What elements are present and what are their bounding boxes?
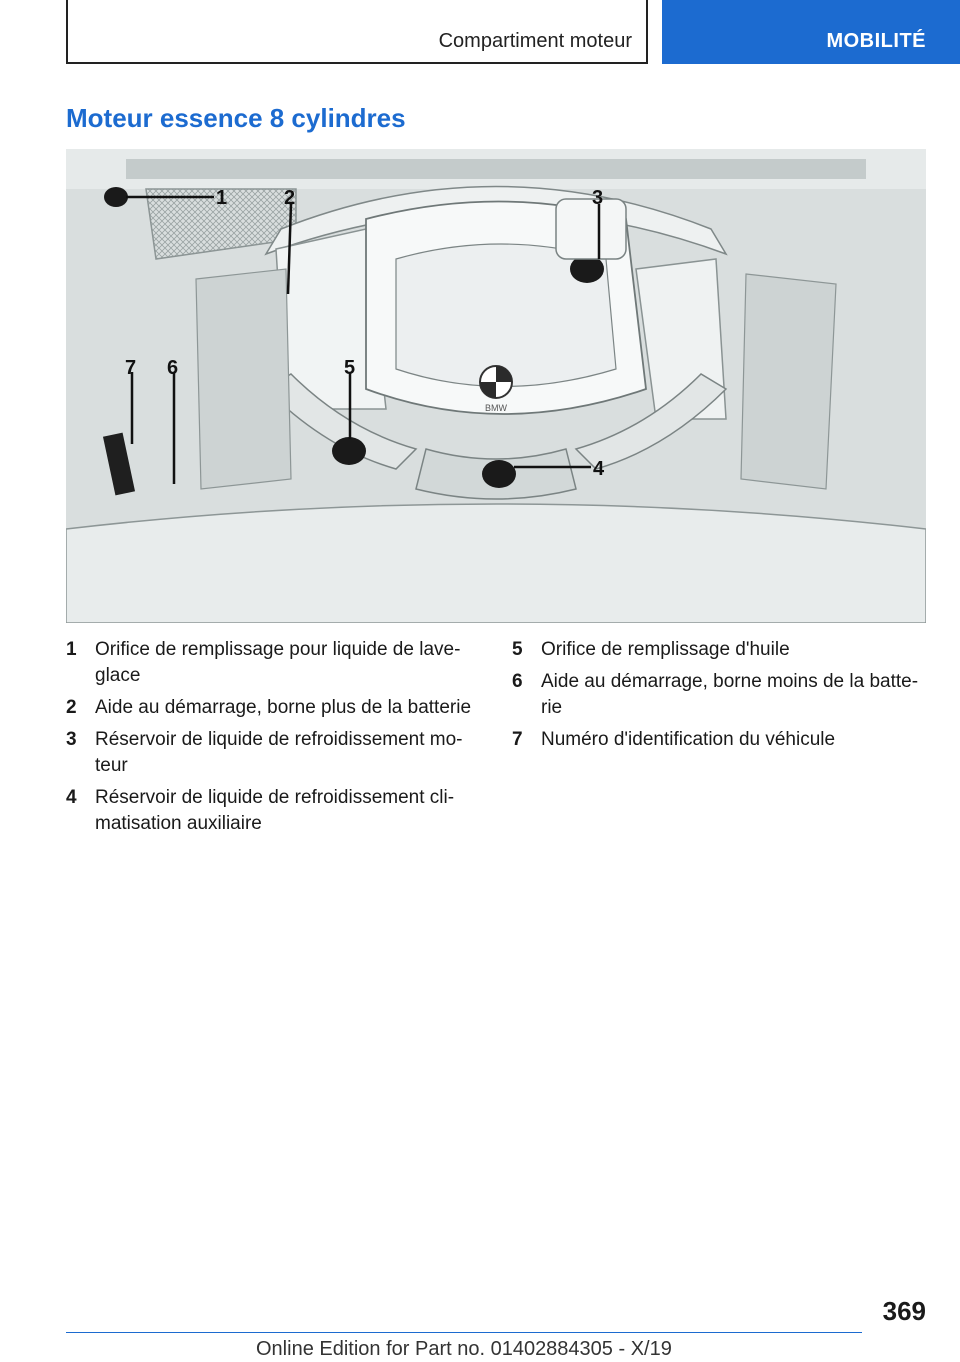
legend-item: 2 Aide au démarrage, borne plus de la ba… — [66, 695, 476, 721]
legend-item: 6 Aide au démarrage, borne moins de la b… — [512, 669, 922, 721]
legend-number: 6 — [512, 671, 523, 692]
legend-number: 7 — [512, 729, 523, 750]
legend-right: 5 Orifice de remplissage d'huile 6 Aide … — [512, 637, 922, 759]
legend-left: 1 Orifice de remplissage pour liquide de… — [66, 637, 476, 843]
callout-1: 1 — [216, 187, 227, 209]
legend-text: Orifice de remplissage d'huile — [541, 639, 790, 660]
page-number: 369 — [882, 1296, 926, 1326]
legend-text: Réservoir de liquide de refroidissement … — [95, 787, 455, 834]
legend-item: 5 Orifice de remplissage d'huile — [512, 637, 922, 663]
section-title: Compartiment moteur — [438, 30, 632, 52]
legend-item: 1 Orifice de remplissage pour liquide de… — [66, 637, 476, 689]
legend-text: Numéro d'identification du véhicule — [541, 729, 836, 750]
legend-item: 7 Numéro d'identification du véhicule — [512, 727, 922, 753]
legend-item: 4 Réservoir de liquide de refroidissemen… — [66, 785, 476, 837]
legend-text: Aide au démarrage, borne plus de la batt… — [95, 697, 472, 718]
header-section-box: Compartiment moteur — [66, 0, 648, 64]
callout-6: 6 — [167, 357, 178, 379]
legend-text: Réservoir de liquide de refroidissement … — [95, 729, 463, 776]
callout-2: 2 — [284, 187, 295, 209]
callout-3: 3 — [592, 187, 603, 209]
legend-item: 3 Réservoir de liquide de refroidissemen… — [66, 727, 476, 779]
footer-divider — [66, 1332, 862, 1333]
footer-edition: Online Edition for Part no. 01402884305 … — [256, 1338, 672, 1360]
callout-4: 4 — [593, 458, 605, 480]
legend-number: 2 — [66, 697, 77, 718]
callout-7: 7 — [125, 357, 136, 379]
legend-number: 5 — [512, 639, 523, 660]
legend-text: Aide au démarrage, borne moins de la bat… — [541, 671, 919, 718]
callout-5: 5 — [344, 357, 355, 379]
legend-text: Orifice de remplissage pour liquide de l… — [95, 639, 461, 686]
legend-number: 1 — [66, 639, 77, 660]
legend-number: 3 — [66, 729, 77, 750]
engine-illustration: BMW 1 2 3 4 5 6 7 — [66, 149, 926, 623]
page-title: Moteur essence 8 cylindres — [66, 103, 406, 133]
chapter-tab[interactable]: MOBILITÉ — [662, 0, 960, 64]
chapter-tab-label: MOBILITÉ — [826, 30, 926, 52]
engine-cover-logo: BMW — [485, 403, 508, 413]
legend-number: 4 — [66, 787, 77, 808]
